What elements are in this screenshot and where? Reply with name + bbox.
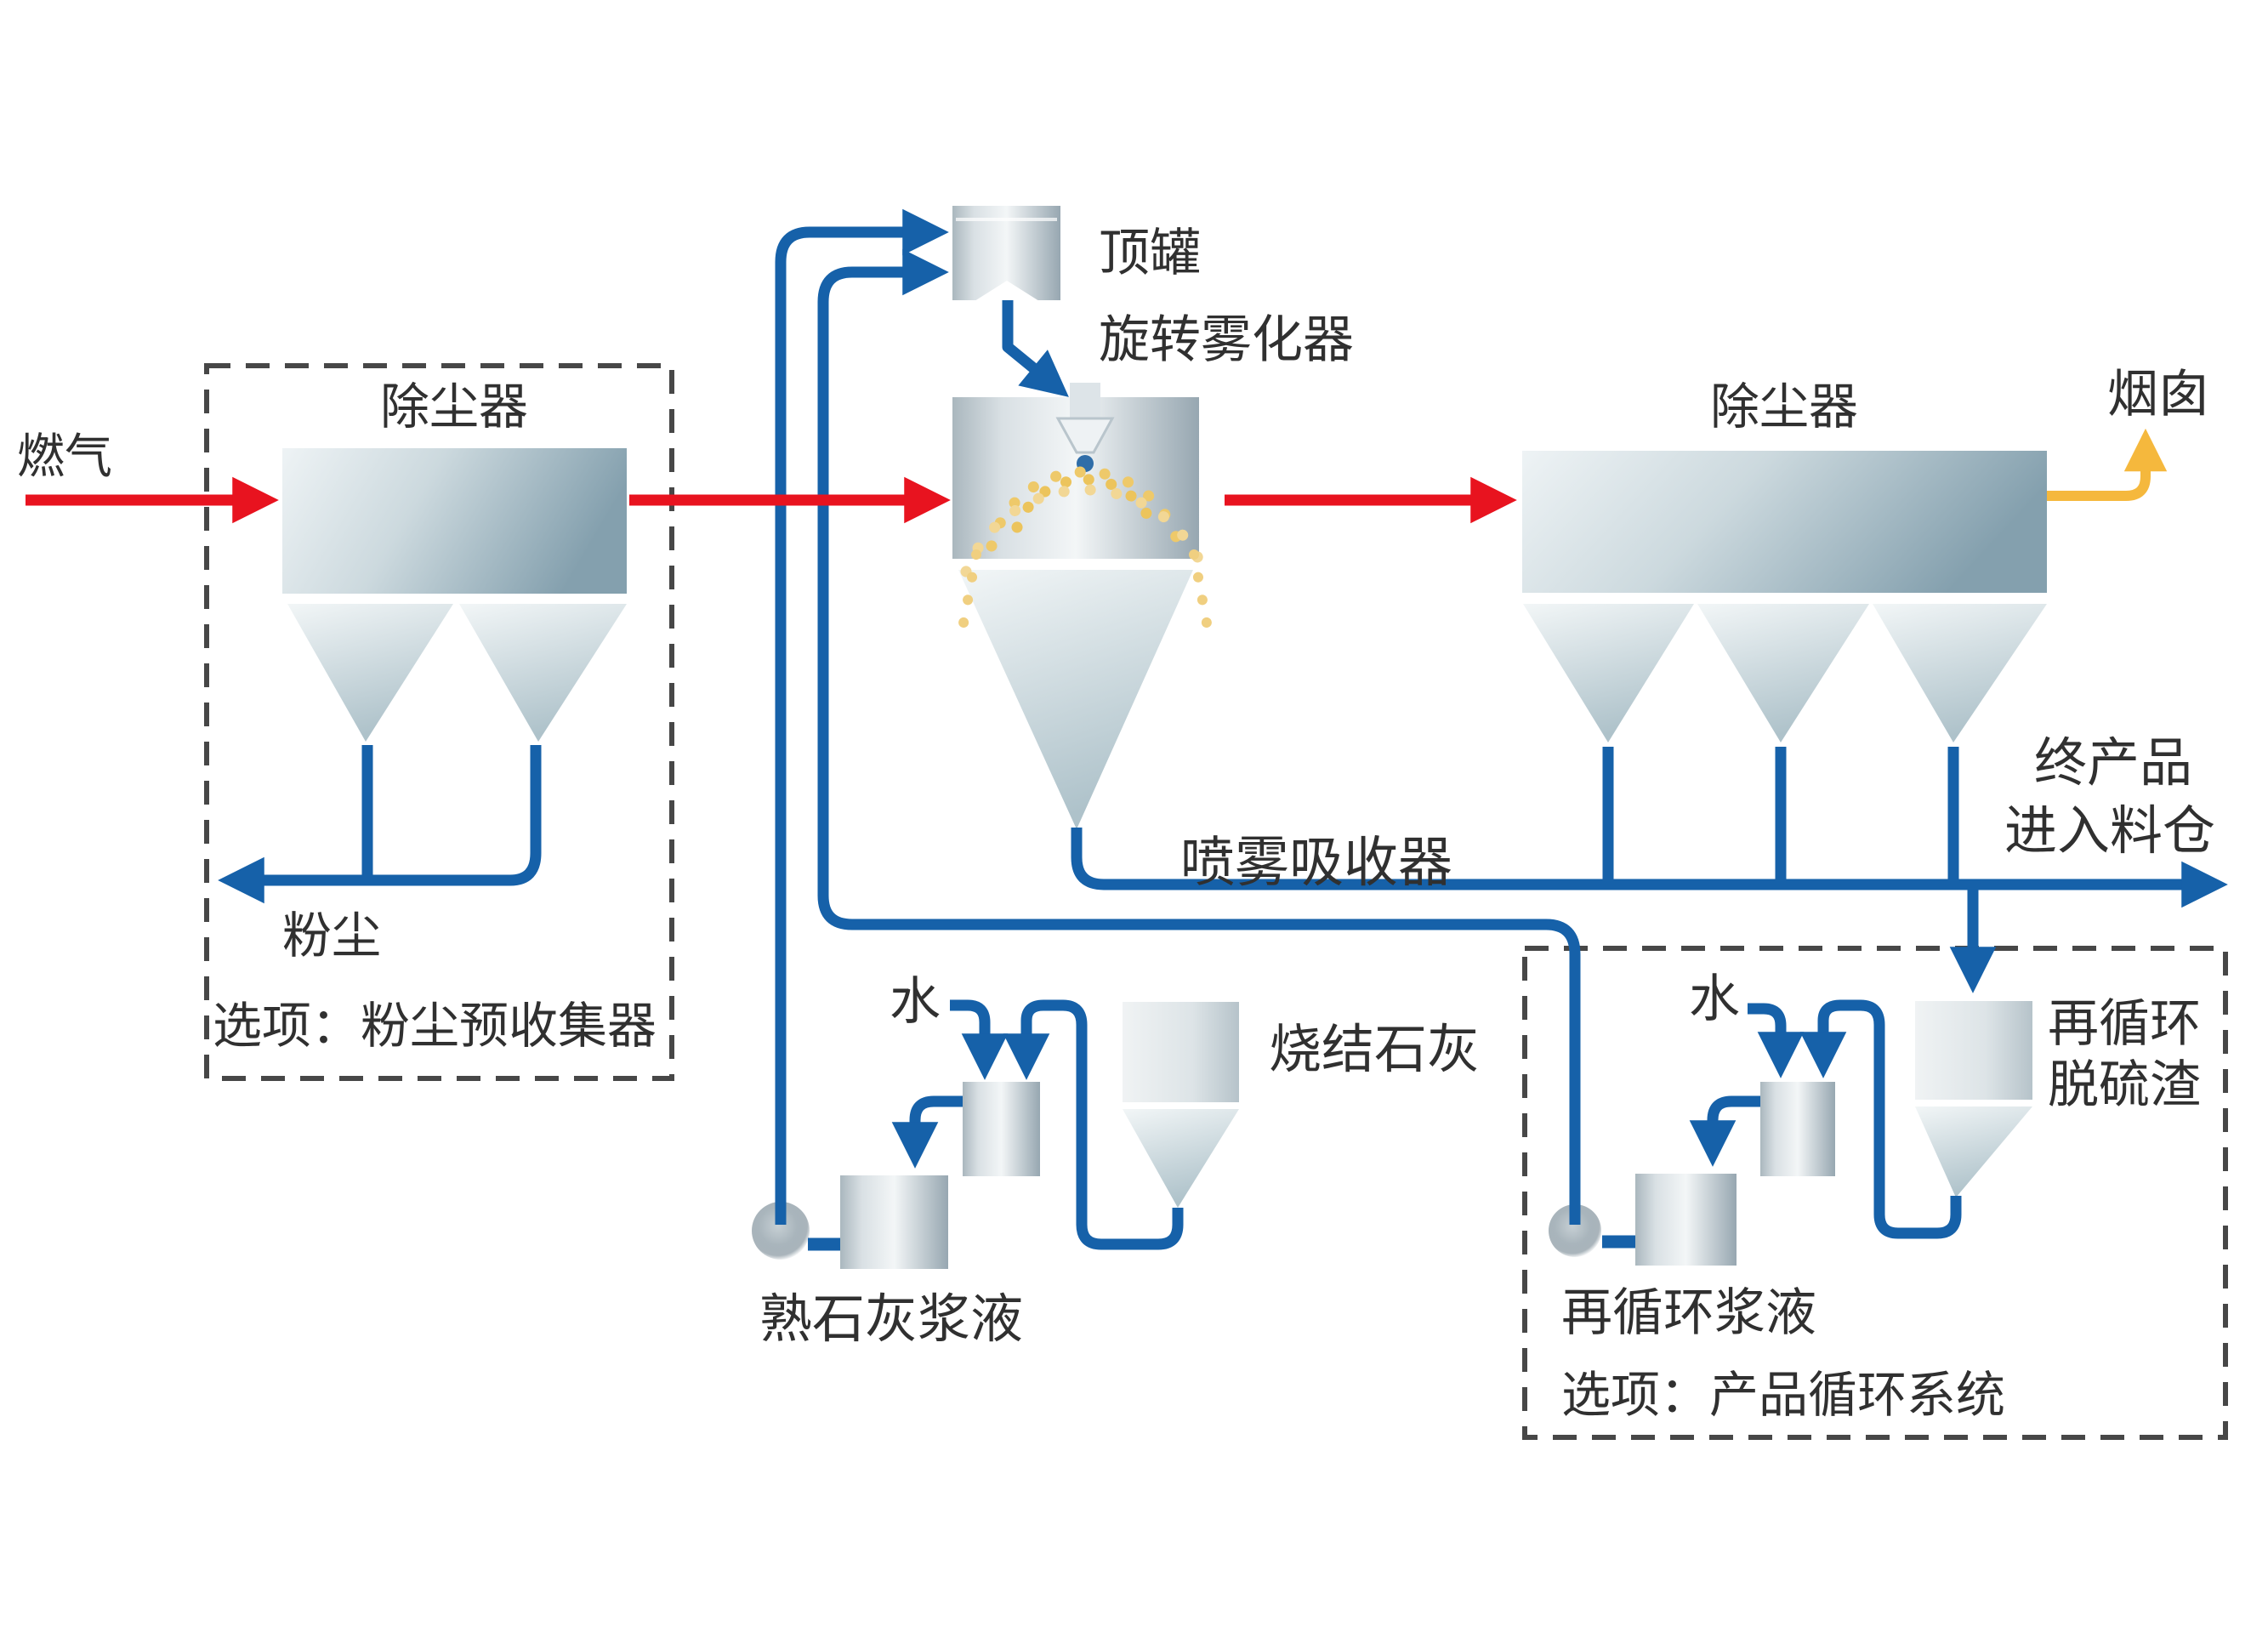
head-tank-to-atomizer-pipe bbox=[1002, 300, 1069, 397]
water-right-pipe bbox=[1748, 1003, 1805, 1078]
recycle-silo-cylinder bbox=[1915, 1001, 2032, 1100]
absorber-cone bbox=[958, 570, 1193, 829]
recycle-slurry-feed-pipe bbox=[817, 248, 1581, 1225]
recycle-silo-to-mixer-pipe bbox=[1799, 999, 1962, 1239]
recycle-slag-silo bbox=[1915, 1001, 2032, 1197]
lime-slurry-pump-sphere bbox=[752, 1202, 810, 1260]
labels: 燃气 除尘器 除尘器 粉尘 选项：粉尘预收集器 顶罐 旋转雾化器 喷雾吸收器 烟… bbox=[17, 225, 2215, 1423]
rotary-atomizer-label: 旋转雾化器 bbox=[1099, 312, 1354, 368]
final-product-label-line2: 进入料仓 bbox=[2004, 803, 2215, 861]
recycle-mixer-outlet-pipe bbox=[1689, 1095, 1760, 1167]
head-tank-bottom-notch bbox=[975, 281, 1039, 301]
spray-absorber-label: 喷雾吸收器 bbox=[1180, 833, 1452, 893]
lime-slurry-feed-pipe bbox=[775, 208, 949, 1225]
dust-collector-right-unit bbox=[1522, 451, 2047, 742]
spray-absorber-unit bbox=[952, 397, 1199, 829]
dust-discharge-pipe bbox=[218, 745, 542, 904]
burnt-lime-silo bbox=[1123, 1002, 1239, 1208]
spray-arc-inner bbox=[1011, 474, 1159, 533]
dust-collector-right-label: 除尘器 bbox=[1710, 379, 1858, 435]
head-tank-unit bbox=[952, 206, 1060, 301]
final-product-line bbox=[1071, 828, 2228, 908]
collector2-hopper-3 bbox=[1873, 604, 2047, 742]
stack-label: 烟囱 bbox=[2107, 367, 2209, 423]
recycle-label-line1: 再循环 bbox=[2048, 996, 2201, 1052]
final-product-label-line1: 终产品 bbox=[2034, 735, 2192, 793]
lime-mixer-tank bbox=[963, 1082, 1040, 1176]
water-right-label: 水 bbox=[1689, 971, 1740, 1027]
water-left-label: 水 bbox=[890, 974, 941, 1030]
collector2-hopper-2 bbox=[1697, 604, 1869, 742]
dust-collector-left-unit bbox=[282, 448, 627, 742]
collector2-hopper-1 bbox=[1523, 604, 1694, 742]
collector1-hopper-1 bbox=[287, 604, 453, 742]
recycle-slurry-pump-sphere bbox=[1549, 1204, 1601, 1257]
atomizer-wheel bbox=[1055, 417, 1115, 454]
spray-arc-outer bbox=[960, 484, 1210, 577]
recycle-label-line2: 脱硫渣 bbox=[2048, 1057, 2201, 1113]
slaked-lime-slurry-tank bbox=[840, 1175, 948, 1269]
atomizer-spray bbox=[958, 466, 1213, 633]
option-recycle-box bbox=[1522, 946, 2228, 1440]
collector1-body bbox=[282, 448, 627, 594]
collector1-hopper-2 bbox=[459, 604, 627, 742]
recycle-slurry-tank bbox=[1635, 1174, 1737, 1266]
option-precollector-box bbox=[204, 363, 674, 1081]
head-tank-highlight bbox=[956, 218, 1057, 221]
dust-collector-left-label: 除尘器 bbox=[380, 379, 528, 435]
dashed-boxes bbox=[204, 363, 2228, 1440]
lime-silo-to-mixer-pipe bbox=[1003, 999, 1184, 1250]
lime-silo-cone bbox=[1123, 1109, 1239, 1208]
collector2-body bbox=[1522, 451, 2047, 593]
burnt-lime-label: 烧结石灰 bbox=[1269, 1021, 1480, 1079]
recycle-silo-cone bbox=[1915, 1106, 2032, 1197]
lime-silo-cylinder bbox=[1123, 1002, 1239, 1102]
atomizer-shaft bbox=[1070, 383, 1100, 420]
slaked-lime-slurry-label: 熟石灰浆液 bbox=[759, 1291, 1023, 1349]
spray-tail-right bbox=[1189, 549, 1213, 633]
water-left-pipe bbox=[950, 999, 1009, 1080]
option-product-recycle-label: 选项：产品循环系统 bbox=[1561, 1368, 2005, 1423]
lime-mixer-outlet-pipe bbox=[891, 1095, 963, 1169]
stack-outlet-arrow bbox=[2047, 428, 2168, 501]
recycle-mixer-tank bbox=[1760, 1082, 1835, 1176]
option-precollector-label: 选项：粉尘预收集器 bbox=[213, 998, 657, 1054]
rotary-atomizer-assembly bbox=[1055, 383, 1115, 472]
recycle-slurry-label: 再循环浆液 bbox=[1561, 1285, 1816, 1341]
slurry-and-product-pipes bbox=[218, 208, 2228, 1251]
dust-label: 粉尘 bbox=[282, 908, 381, 964]
head-tank-label: 顶罐 bbox=[1099, 225, 1201, 282]
clean-gas-line bbox=[2047, 428, 2168, 501]
fuel-gas-label: 燃气 bbox=[17, 431, 112, 484]
